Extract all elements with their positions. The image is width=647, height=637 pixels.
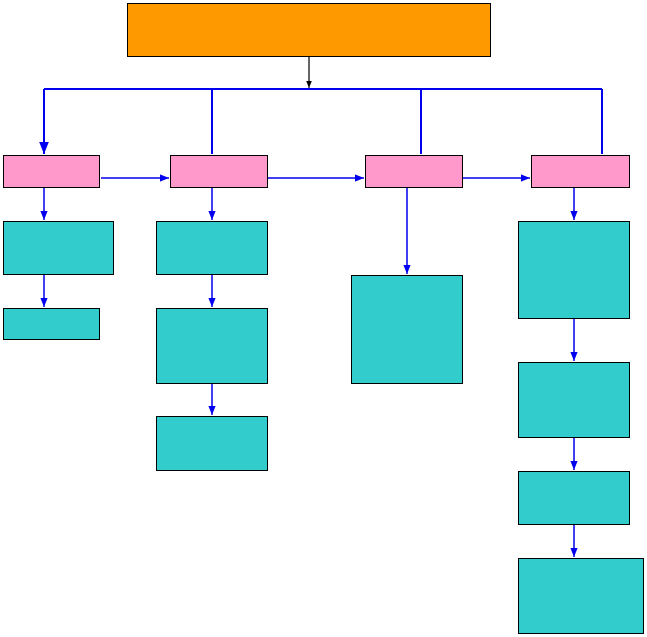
col4-box2-node xyxy=(518,362,630,438)
col2-box3-node xyxy=(156,416,268,471)
connectors xyxy=(39,57,603,557)
col2-header-node xyxy=(170,155,268,188)
col2-box2-box xyxy=(156,308,268,384)
col4-box3-box xyxy=(518,471,630,525)
col4-box1-node xyxy=(518,221,630,319)
col3-header-box xyxy=(365,155,463,188)
col2-box1-box xyxy=(156,221,268,275)
root-box xyxy=(127,3,491,57)
col4-box3-node xyxy=(518,471,630,525)
col2-box2-node xyxy=(156,308,268,384)
col1-header-node xyxy=(3,155,100,188)
col2-box3-box xyxy=(156,416,268,471)
col3-box1-node xyxy=(351,275,463,384)
col3-box1-box xyxy=(351,275,463,384)
col4-box1-box xyxy=(518,221,630,319)
nodes xyxy=(3,3,644,634)
col4-box4-box xyxy=(518,558,644,634)
col4-header-box xyxy=(531,155,630,188)
col2-header-box xyxy=(170,155,268,188)
col1-box2-node xyxy=(3,308,100,340)
col1-box2-box xyxy=(3,308,100,340)
col1-box1-node xyxy=(3,221,114,275)
root-node xyxy=(127,3,491,57)
col1-header-box xyxy=(3,155,100,188)
col1-box1-box xyxy=(3,221,114,275)
col4-box2-box xyxy=(518,362,630,438)
col3-header-node xyxy=(365,155,463,188)
col4-box4-node xyxy=(518,558,644,634)
col2-box1-node xyxy=(156,221,268,275)
col4-header-node xyxy=(531,155,630,188)
